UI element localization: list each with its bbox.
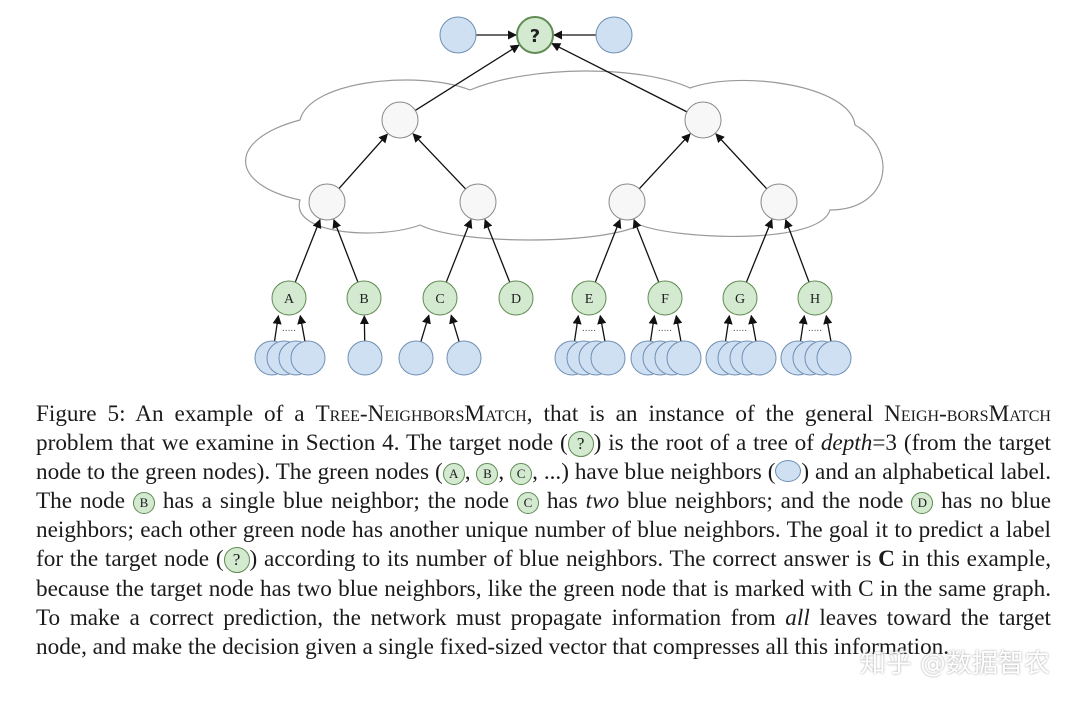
green-node-e [571,280,607,316]
leaf-label: C [435,292,444,307]
edge-arrow [784,218,810,283]
internal-node [308,183,346,221]
internal-node [608,183,646,221]
watermark: 知乎 @数据智农 [859,649,1050,679]
edge-arrow [297,314,307,342]
edge-arrow [551,42,688,113]
edge-arrow [294,218,322,283]
ellipsis-dots: ..... [658,324,672,334]
edge-arrow [572,314,582,342]
edge-arrow [483,218,511,283]
edge-arrow [594,218,622,283]
edge-arrow [412,133,467,190]
cloud-outline [245,70,884,241]
green-node-f [647,280,683,316]
leaf-label: H [810,292,820,307]
blue-cluster-a [254,340,326,376]
edge-arrow [272,314,282,342]
inline-node-c: C [516,492,539,515]
inline-target-node: ? [223,547,250,574]
ellipsis-dots: ..... [733,324,747,334]
figure-caption: Figure 5: An example of a Tree-Neighbors… [36,401,1052,660]
edge-arrow [449,314,460,342]
edge-arrow [648,314,658,342]
leaf-label: E [585,292,594,307]
edge-arrow [414,44,520,111]
inline-target-node: ? [567,431,594,458]
inline-node-b: B [476,463,499,486]
edge-arrow [338,133,388,189]
internal-node [684,101,722,139]
inline-node-c: C [510,463,533,486]
blue-neighbor-node [439,16,477,54]
green-node-h [797,280,833,316]
inline-node-b: B [132,492,155,515]
edge-arrow [632,218,660,283]
edge-arrow [798,314,808,342]
leaf-label: F [661,292,669,307]
inline-node-a: A [442,463,465,486]
ellipsis-dots: ..... [808,324,822,334]
term-tree-neighborsmatch: Tree-NeighborsMatch [315,401,527,427]
green-node-c [422,280,458,316]
leaf-label: B [359,292,368,307]
blue-cluster-b [347,340,383,376]
target-node [516,16,554,54]
leaf-label: A [284,292,295,307]
green-node-d [498,280,534,316]
edge-arrow [823,314,833,342]
target-node-label: ? [530,26,540,47]
edge-arrow [332,218,359,283]
blue-cluster-h [780,340,852,376]
edge-arrow [723,314,733,342]
edge-arrow [638,133,691,190]
blue-cluster-c [398,340,482,376]
ellipsis-dots: ..... [582,324,596,334]
edge-arrow [420,314,431,342]
internal-node [760,183,798,221]
edge-arrow [745,218,773,283]
edge-arrow [673,314,683,342]
green-node-b [346,280,382,316]
inline-node-d: D [911,492,934,515]
edge-arrow [597,314,607,342]
term-neighborsmatch: Neigh-borsMatch [884,401,1051,427]
green-node-a [271,280,307,316]
tree-figure: ? A B C D E F G H ..... ..... ..... ....… [245,16,884,376]
tree-edges [272,30,833,342]
blue-cluster-f [630,340,702,376]
leaf-label: G [735,292,745,307]
green-node-g [722,280,758,316]
internal-node [381,101,419,139]
blue-cluster-g [705,340,777,376]
blue-neighbor-node [595,16,633,54]
edge-arrow [445,218,473,283]
leaf-label: D [511,292,521,307]
edge-arrow [715,133,768,190]
ellipsis-dots: ..... [282,324,296,334]
internal-node [459,183,497,221]
edge-arrow [748,314,758,342]
blue-cluster-e [554,340,626,376]
inline-blue-node [775,460,802,483]
